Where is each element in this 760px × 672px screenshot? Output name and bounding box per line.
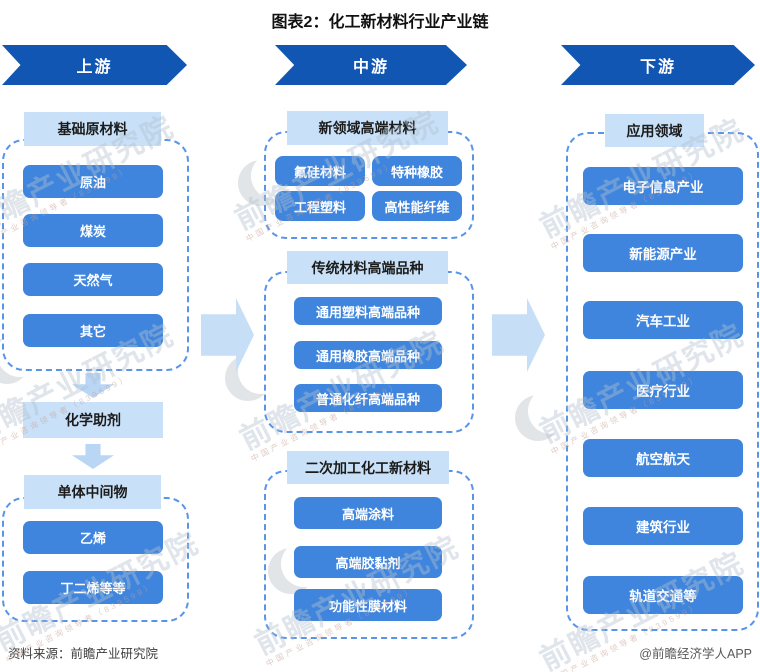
node-crude-oil: 原油 — [23, 165, 163, 198]
node-construction-industry: 建筑行业 — [583, 507, 743, 545]
node-others: 其它 — [23, 314, 163, 347]
credit-note: @前瞻经济学人APP — [639, 647, 752, 661]
node-rail-transit: 轨道交通等 — [583, 576, 743, 614]
midstream-new-materials-header: 新领域高端材料 — [287, 111, 448, 145]
upstream-basic-header: 基础原材料 — [24, 112, 161, 146]
node-highend-coatings: 高端涂料 — [294, 497, 442, 529]
node-butadiene: 丁二烯等等 — [23, 571, 163, 604]
arrow-right-icon — [492, 298, 545, 372]
upstream-monomer-header: 单体中间物 — [24, 475, 161, 509]
node-general-rubber-highend: 通用橡胶高端品种 — [294, 341, 442, 369]
banner-downstream: 下游 — [561, 45, 755, 85]
node-general-plastic-highend: 通用塑料高端品种 — [294, 297, 442, 325]
node-aerospace: 航空航天 — [583, 439, 743, 477]
watermark-logo — [515, 388, 574, 441]
node-new-energy-industry: 新能源产业 — [583, 234, 743, 272]
node-medical-industry: 医疗行业 — [583, 371, 743, 409]
node-fluorosilicone: 氟硅材料 — [275, 156, 365, 186]
page-title: 图表2：化工新材料行业产业链 — [271, 14, 489, 31]
node-functional-film: 功能性膜材料 — [294, 589, 442, 621]
node-ethylene: 乙烯 — [23, 521, 163, 554]
node-special-rubber: 特种橡胶 — [372, 156, 462, 186]
banner-upstream: 上游 — [2, 45, 187, 85]
arrow-down-icon — [72, 373, 114, 398]
node-natural-gas: 天然气 — [23, 263, 163, 296]
source-note: 资料来源：前瞻产业研究院 — [8, 647, 159, 661]
downstream-header: 应用领域 — [605, 114, 704, 147]
banner-midstream: 中游 — [275, 45, 467, 85]
node-common-fiber-highend: 普通化纤高端品种 — [294, 384, 442, 412]
arrow-right-icon — [201, 298, 254, 372]
node-chemical-additives: 化学助剂 — [23, 402, 163, 438]
node-engineering-plastic: 工程塑料 — [275, 191, 365, 221]
arrow-down-icon — [72, 444, 114, 469]
node-high-perf-fiber: 高性能纤维 — [372, 191, 462, 221]
node-coal: 煤炭 — [23, 214, 163, 247]
midstream-traditional-header: 传统材料高端品种 — [287, 251, 448, 284]
midstream-secondary-header: 二次加工化工新材料 — [287, 451, 449, 484]
node-electronics-industry: 电子信息产业 — [583, 167, 743, 205]
node-highend-adhesives: 高端胶黏剂 — [294, 546, 442, 578]
node-automotive-industry: 汽车工业 — [583, 301, 743, 339]
